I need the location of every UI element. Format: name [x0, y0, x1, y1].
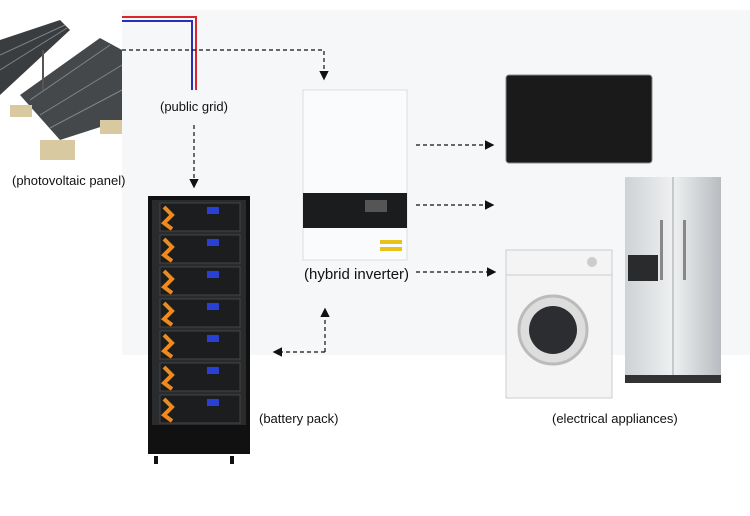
battery-display	[207, 239, 219, 246]
photovoltaic-panel-label: (photovoltaic panel)	[12, 173, 126, 188]
battery-display	[207, 207, 219, 214]
battery-cable	[160, 269, 175, 295]
washing-machine-image	[505, 249, 613, 399]
photovoltaic-panel-image	[0, 20, 123, 160]
television-image	[505, 74, 653, 164]
battery-display	[207, 399, 219, 406]
battery-pack-image	[148, 196, 250, 464]
battery-display	[207, 367, 219, 374]
battery-display	[207, 271, 219, 278]
refrigerator-image	[625, 177, 721, 383]
battery-cable	[160, 397, 175, 423]
battery-module	[159, 362, 241, 392]
battery-module	[159, 394, 241, 424]
battery-module	[159, 330, 241, 360]
electrical-appliances-label: (electrical appliances)	[552, 411, 678, 426]
battery-module	[159, 202, 241, 232]
battery-display	[207, 335, 219, 342]
battery-pack-label: (battery pack)	[259, 411, 339, 426]
battery-module	[159, 298, 241, 328]
battery-module	[159, 234, 241, 264]
battery-cable	[160, 205, 175, 231]
public-grid-label: (public grid)	[160, 99, 228, 114]
battery-cable	[160, 237, 175, 263]
battery-cable	[160, 301, 175, 327]
battery-module	[159, 266, 241, 296]
flow-arrows	[122, 49, 497, 357]
battery-cable	[160, 365, 175, 391]
battery-cable	[160, 333, 175, 359]
hybrid-inverter-image	[302, 89, 408, 261]
arrow-pv-to-inverter	[122, 49, 329, 81]
public-grid-wires	[122, 16, 197, 90]
hybrid-inverter-label: (hybrid inverter)	[304, 266, 410, 283]
battery-display	[207, 303, 219, 310]
